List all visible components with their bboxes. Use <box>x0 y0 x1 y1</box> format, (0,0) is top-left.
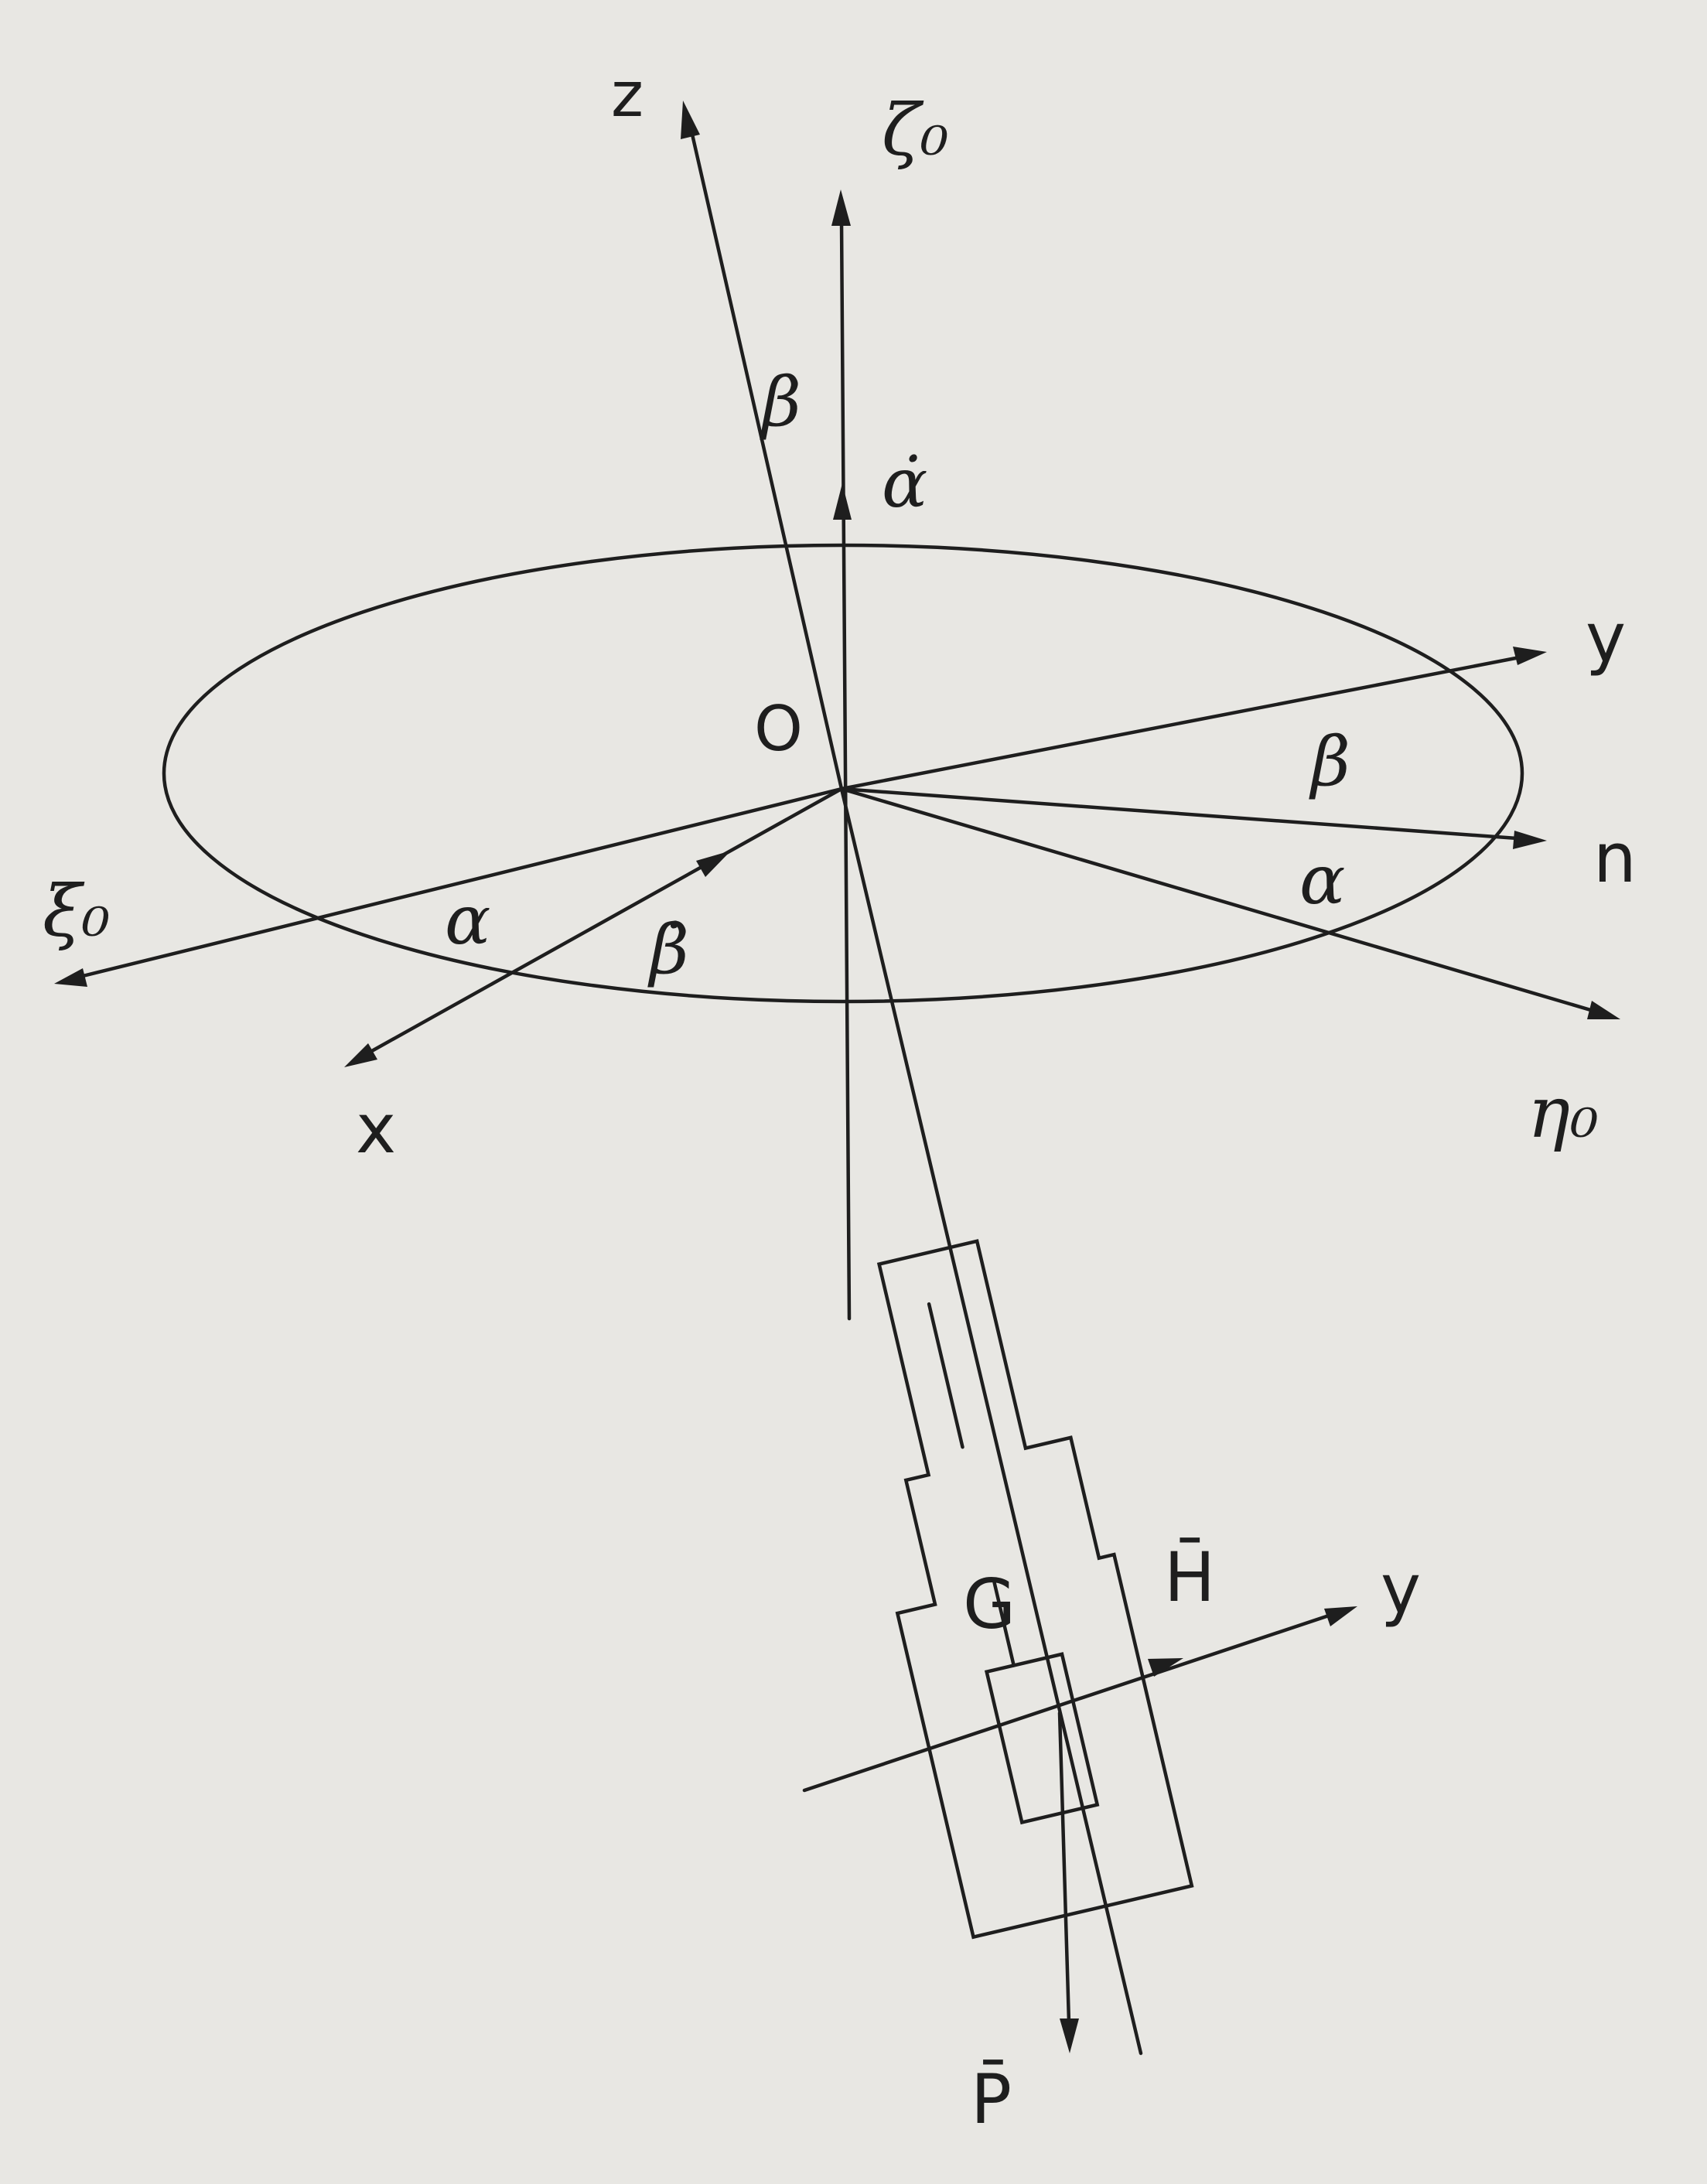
eta0-axis <box>839 787 1603 1015</box>
eta0-arrowhead <box>1587 1001 1620 1019</box>
label-z: z <box>611 59 644 131</box>
y-arrowhead <box>1513 647 1547 665</box>
n-arrowhead <box>1513 831 1547 849</box>
label-alpha-dot: α̇ <box>882 443 927 523</box>
beta-dot-arrowhead <box>696 851 731 877</box>
z-axis <box>688 125 844 791</box>
label-y-lower: y <box>1381 1549 1421 1629</box>
weight-arrowhead <box>1060 2018 1079 2053</box>
label-beta-right: β <box>1309 722 1350 801</box>
label-beta-dot: β̇ <box>647 909 689 989</box>
z-arrowhead <box>681 101 700 139</box>
lower-y-arrowhead <box>1324 1606 1357 1626</box>
xi0-axis <box>71 787 844 981</box>
zeta0-axis <box>839 218 852 1321</box>
label-eta0: η₀ <box>1528 1071 1599 1154</box>
lower-y-axis <box>802 1610 1340 1793</box>
label-alpha-right: α <box>1299 840 1345 920</box>
label-x: x <box>356 1089 396 1169</box>
y-axis <box>839 653 1530 791</box>
label-xi0: ξ₀ <box>43 870 111 953</box>
label-gravity-center: G <box>963 1565 1016 1644</box>
x-axis <box>361 787 844 1058</box>
label-origin: O <box>754 693 803 765</box>
label-alpha-left: α <box>445 880 490 960</box>
gyro-housing <box>876 1239 1194 1940</box>
body-axis <box>839 787 1143 2056</box>
label-y: y <box>1586 598 1626 677</box>
alpha-dot-arrowhead <box>833 483 852 520</box>
label-weight: P̄ <box>971 2059 1012 2139</box>
label-beta-top: β <box>760 362 801 442</box>
weight-vector <box>1057 1711 1071 2025</box>
momentum-arrowhead <box>1148 1658 1183 1677</box>
x-arrowhead <box>344 1043 377 1067</box>
label-momentum: H̄ <box>1164 1537 1215 1617</box>
n-axis <box>839 787 1530 841</box>
label-n: n <box>1593 818 1637 898</box>
zeta0-arrowhead <box>831 189 851 226</box>
label-zeta0: ζ₀ <box>882 89 949 172</box>
xi0-arrowhead <box>54 968 87 987</box>
